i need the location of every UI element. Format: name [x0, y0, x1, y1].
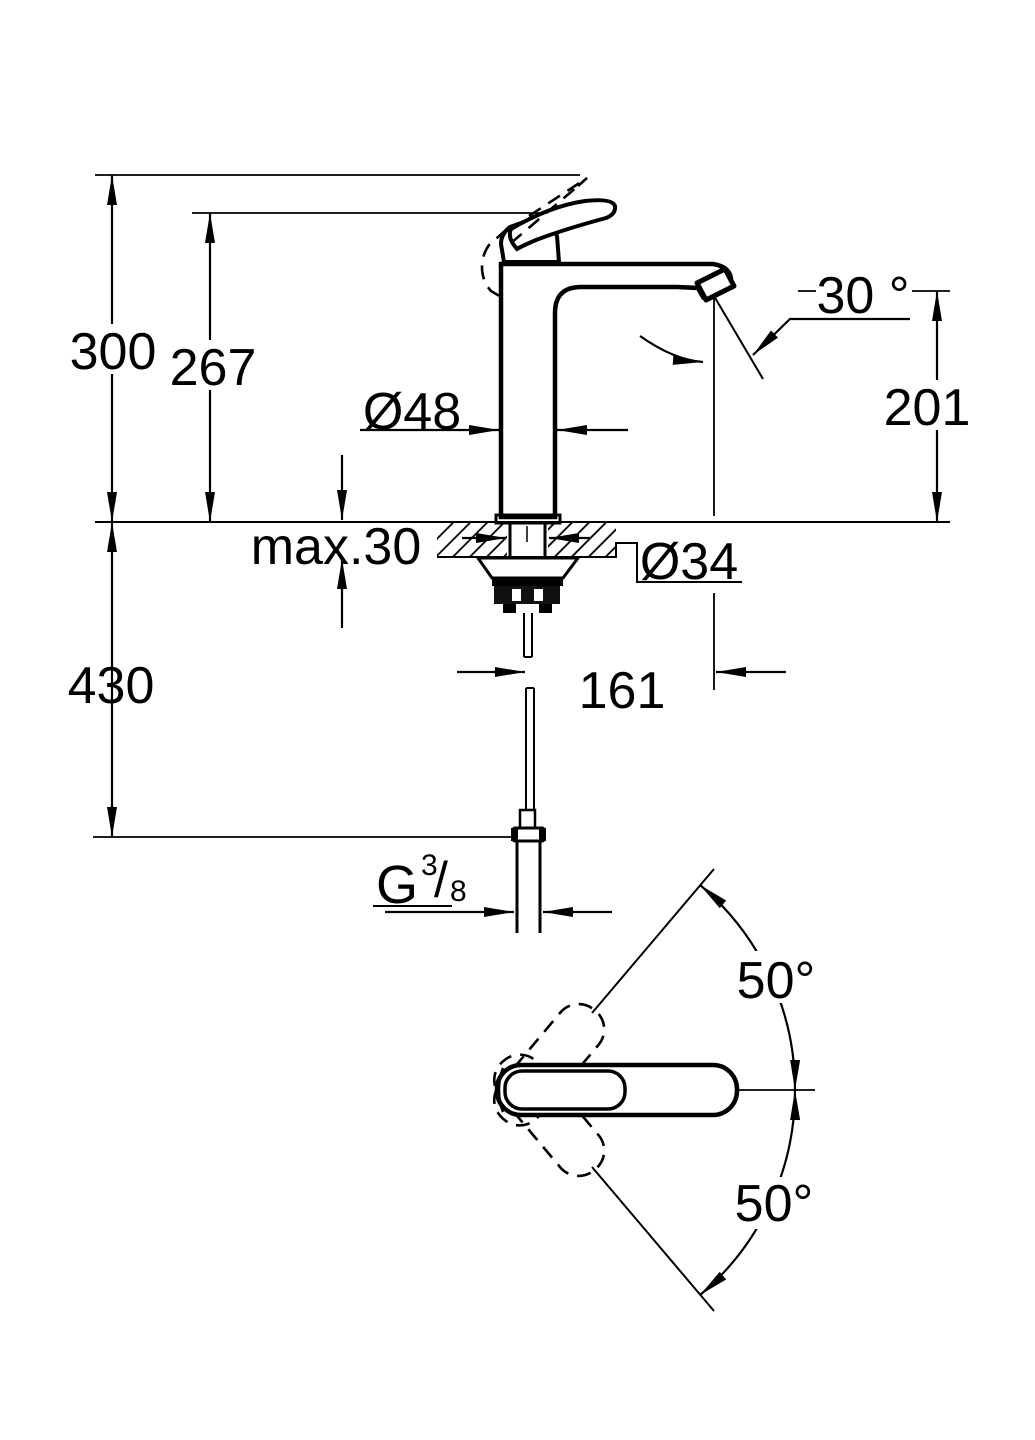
- hose-nut-left: [511, 828, 518, 841]
- gasket: [492, 578, 563, 586]
- hose-nut-right: [539, 828, 546, 841]
- label-overall-height: 300: [70, 323, 157, 381]
- thread-slash: /: [434, 852, 448, 908]
- raised-lever-upper-edge: [528, 176, 588, 218]
- nut-foot-left: [503, 604, 516, 613]
- label-swivel-lower: 50°: [735, 1175, 814, 1233]
- raised-lever-lower-edge: [510, 185, 579, 244]
- mounting-hardware: [475, 522, 581, 933]
- label-below-deck-depth: 430: [68, 657, 155, 715]
- swivel-direction-arrow: [639, 335, 704, 365]
- handle-inner-outline: [503, 1069, 627, 1111]
- threaded-shank: [508, 522, 547, 558]
- nut-foot-right: [539, 604, 552, 613]
- thread-prefix: G: [376, 855, 418, 915]
- bg-267: [163, 340, 261, 390]
- body-outline: [498, 261, 734, 520]
- deck-section: [95, 521, 950, 583]
- bg-201: [884, 380, 968, 430]
- nut-slot-left: [512, 589, 521, 601]
- hose-collar: [518, 808, 537, 830]
- mounting-nut: [494, 586, 560, 604]
- label-swivel-upper: 50°: [737, 952, 816, 1010]
- dimension-lines: [107, 175, 942, 917]
- top-view: [492, 868, 815, 1312]
- base-plate: [494, 513, 562, 525]
- dimension-labels: 300 267 Ø48 30 ° 201 max.30 Ø34 430 161 …: [68, 267, 971, 1233]
- deck-bottom-line-and-leader: [437, 542, 742, 583]
- bg-30deg: [816, 264, 912, 316]
- supply-hose: [515, 841, 542, 933]
- aerator-outlet: [694, 266, 737, 303]
- handle-cap-line: [497, 1067, 505, 1113]
- thread-numerator: 3: [421, 849, 438, 882]
- raised-lever-tip: [577, 177, 588, 187]
- label-spout-reach: 161: [579, 662, 666, 720]
- connection-rod-lower: [525, 687, 535, 828]
- leader-30deg: [752, 317, 910, 356]
- swivel-limit-line-upper: [591, 868, 715, 1014]
- label-body-diameter: Ø48: [363, 383, 461, 441]
- bg-50deg-upper: [726, 951, 826, 1003]
- mounting-washer: [475, 556, 581, 580]
- raised-base-outline: [480, 228, 508, 302]
- label-backgrounds: [66, 264, 968, 1229]
- mixer-body: [494, 261, 737, 525]
- handle-blade: [507, 198, 618, 252]
- bg-50deg-lower: [724, 1177, 824, 1229]
- label-thread-size: G 3 / 8: [376, 849, 467, 915]
- front-view: [93, 174, 950, 933]
- label-spout-angle: 30 °: [816, 267, 909, 325]
- handle-top-view: [494, 1062, 740, 1118]
- handle-lever-raised-dashed: [480, 176, 588, 302]
- thread-denominator: 8: [450, 875, 467, 908]
- bg-300: [66, 324, 160, 374]
- label-hole-diameter: Ø34: [640, 533, 738, 591]
- nut-slot-right: [534, 589, 543, 601]
- connection-rod-upper: [523, 613, 533, 658]
- swivel-limit-line-lower: [591, 1166, 715, 1312]
- deck-hatch-left: [437, 523, 507, 557]
- water-stream-line: [713, 295, 764, 380]
- handle-lever: [498, 198, 618, 264]
- label-outlet-height: 201: [884, 379, 971, 437]
- label-max-mount-thickness: max.30: [251, 518, 422, 576]
- deck-hatch-right: [548, 523, 616, 557]
- label-lever-top-height: 267: [170, 339, 257, 397]
